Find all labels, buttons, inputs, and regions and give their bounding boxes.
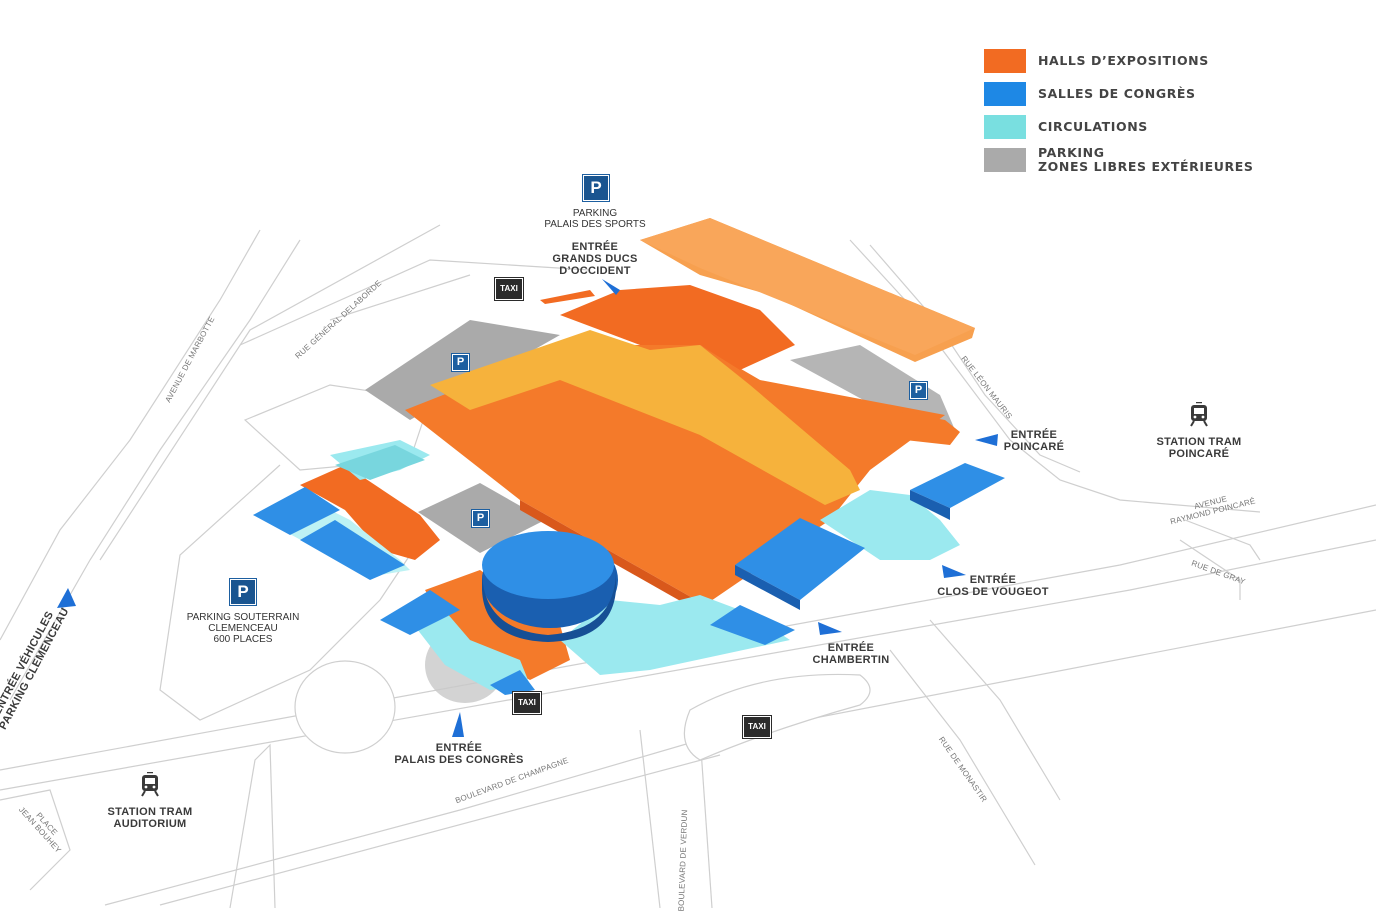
parking-icon-clemenceau[interactable]: P bbox=[230, 579, 256, 605]
parking-label-clemenceau-line3: 600 PLACES bbox=[213, 634, 273, 645]
legend-item-congress: SALLES DE CONGRÈS bbox=[984, 81, 1253, 107]
entrance-label-grands-ducs: ENTRÉE GRANDS DUCS D’OCCIDENT bbox=[540, 241, 650, 277]
parking-label-clemenceau-line1: PARKING SOUTERRAIN bbox=[186, 612, 300, 623]
parking-label-palais-sports-line1: PARKING bbox=[572, 208, 618, 219]
parking-label-palais-sports: PARKING PALAIS DES SPORTS bbox=[530, 208, 660, 230]
entrance-arrow-clos-vougeot bbox=[942, 565, 966, 578]
parking-label-palais-sports-line2: PALAIS DES SPORTS bbox=[544, 219, 646, 230]
tram-label-auditorium-line2: AUDITORIUM bbox=[113, 818, 187, 830]
entrance-label-poincare-line1: ENTRÉE bbox=[1010, 429, 1058, 441]
legend-label-congress: SALLES DE CONGRÈS bbox=[1038, 86, 1196, 101]
parking-icon-west[interactable]: P bbox=[452, 354, 469, 371]
legend-label-circulations: CIRCULATIONS bbox=[1038, 119, 1148, 134]
legend-label-parking-line2: ZONES LIBRES EXTÉRIEURES bbox=[1038, 159, 1254, 174]
parking-icon-palais-sports[interactable]: P bbox=[583, 175, 609, 201]
entrance-arrows bbox=[57, 279, 998, 737]
entrance-label-poincare: ENTRÉE POINCARÉ bbox=[995, 429, 1073, 453]
legend-swatch-halls bbox=[984, 49, 1026, 73]
parking-label-clemenceau-line2: CLEMENCEAU bbox=[208, 623, 278, 634]
entrance-arrow-grands-ducs bbox=[602, 279, 620, 295]
entrance-arrow-chambertin bbox=[818, 622, 842, 635]
entrance-label-grands-ducs-line3: D’OCCIDENT bbox=[559, 265, 631, 277]
legend-label-halls: HALLS D’EXPOSITIONS bbox=[1038, 53, 1209, 68]
legend-swatch-circulations bbox=[984, 115, 1026, 139]
taxi-stand-south-east[interactable]: TAXI bbox=[743, 716, 771, 738]
entrance-label-clos-vougeot: ENTRÉE CLOS DE VOUGEOT bbox=[930, 574, 1056, 598]
legend-item-circulations: CIRCULATIONS bbox=[984, 114, 1253, 140]
entrance-arrow-vehicules bbox=[57, 588, 76, 608]
legend-item-halls: HALLS D’EXPOSITIONS bbox=[984, 48, 1253, 74]
legend-swatch-congress bbox=[984, 82, 1026, 106]
parking-icon-center[interactable]: P bbox=[472, 510, 489, 527]
tram-label-auditorium: STATION TRAM AUDITORIUM bbox=[96, 806, 204, 830]
entrance-arrow-palais-congres bbox=[452, 712, 464, 737]
entrance-label-grands-ducs-line1: ENTRÉE bbox=[571, 241, 619, 253]
entrance-label-chambertin-line2: CHAMBERTIN bbox=[812, 654, 890, 666]
legend-item-parking: PARKING ZONES LIBRES EXTÉRIEURES bbox=[984, 146, 1253, 174]
entrance-label-clos-vougeot-line1: ENTRÉE bbox=[969, 574, 1017, 586]
traffic-island bbox=[683, 673, 871, 761]
tram-icon-poincare[interactable] bbox=[1188, 402, 1210, 428]
map-legend: HALLS D’EXPOSITIONS SALLES DE CONGRÈS CI… bbox=[984, 48, 1253, 180]
taxi-stand-north[interactable]: TAXI bbox=[495, 278, 523, 300]
entrance-label-palais-congres: ENTRÉE PALAIS DES CONGRÈS bbox=[392, 742, 526, 766]
parking-label-clemenceau: PARKING SOUTERRAIN CLEMENCEAU 600 PLACES bbox=[178, 612, 308, 645]
entrance-label-palais-congres-line2: PALAIS DES CONGRÈS bbox=[394, 754, 524, 766]
legend-label-parking: PARKING ZONES LIBRES EXTÉRIEURES bbox=[1038, 146, 1253, 174]
legend-label-parking-line1: PARKING bbox=[1038, 145, 1105, 160]
congress-halls bbox=[253, 445, 1005, 695]
entrance-label-palais-congres-line1: ENTRÉE bbox=[435, 742, 483, 754]
parking-icon-east[interactable]: P bbox=[910, 382, 927, 399]
tram-label-auditorium-line1: STATION TRAM bbox=[107, 806, 193, 818]
entrance-label-chambertin-line1: ENTRÉE bbox=[827, 642, 875, 654]
legend-swatch-parking bbox=[984, 148, 1026, 172]
entrance-label-clos-vougeot-line2: CLOS DE VOUGEOT bbox=[937, 586, 1049, 598]
taxi-stand-south-west[interactable]: TAXI bbox=[513, 692, 541, 714]
tram-label-poincare-line1: STATION TRAM bbox=[1156, 436, 1242, 448]
roundabout bbox=[294, 660, 396, 754]
entrance-label-grands-ducs-line2: GRANDS DUCS bbox=[552, 253, 638, 265]
tram-label-poincare: STATION TRAM POINCARÉ bbox=[1145, 436, 1253, 460]
tram-label-poincare-line2: POINCARÉ bbox=[1168, 448, 1230, 460]
entrance-label-chambertin: ENTRÉE CHAMBERTIN bbox=[806, 642, 896, 666]
tram-icon-auditorium[interactable] bbox=[139, 772, 161, 798]
entrance-label-poincare-line2: POINCARÉ bbox=[1003, 441, 1065, 453]
entrance-arrow-poincare bbox=[975, 434, 998, 446]
